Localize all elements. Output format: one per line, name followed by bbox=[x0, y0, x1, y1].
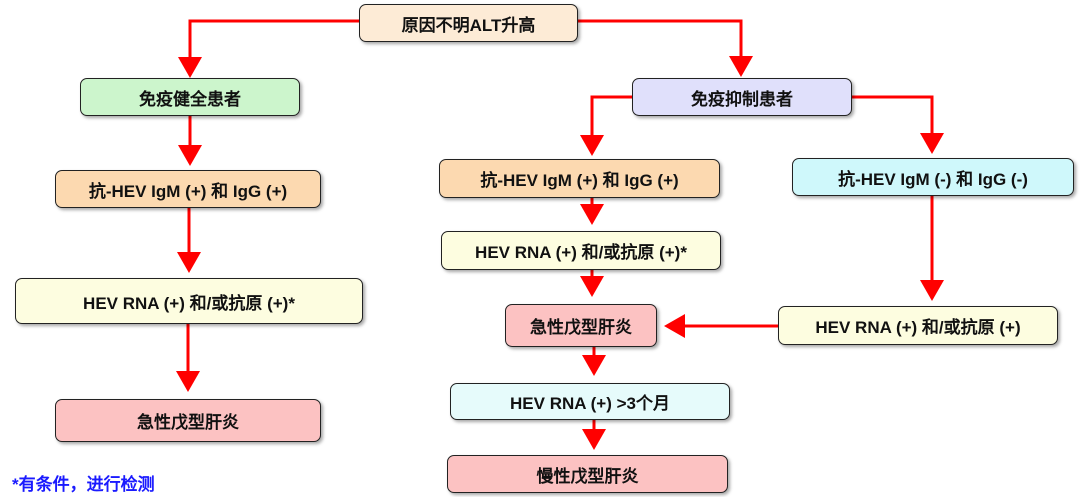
left-diagnosis-node: 急性戊型肝炎 bbox=[55, 399, 321, 442]
left-rna-label: HEV RNA (+) 和/或抗原 (+)* bbox=[83, 293, 295, 313]
arrow-immunosuppressed-to-mid-antibody bbox=[580, 95, 632, 156]
footnote: *有条件，进行检测 bbox=[12, 475, 155, 494]
arrow-immunosuppressed-to-right-antibody bbox=[852, 95, 944, 154]
right-rna-label: HEV RNA (+) 和/或抗原 (+) bbox=[815, 318, 1021, 337]
arrow-start-to-immunosuppressed bbox=[578, 19, 753, 77]
immunocompetent-label: 免疫健全患者 bbox=[139, 89, 241, 109]
mid-chronic-label: 慢性戊型肝炎 bbox=[536, 466, 639, 486]
arrow-start-to-immunocompetent bbox=[178, 19, 360, 78]
mid-antibody-label: 抗-HEV IgM (+) 和 IgG (+) bbox=[480, 171, 679, 190]
start-node: 原因不明ALT升高 bbox=[359, 4, 578, 42]
mid-acute-label: 急性戊型肝炎 bbox=[530, 318, 632, 337]
left-rna-node: HEV RNA (+) 和/或抗原 (+)* bbox=[15, 278, 363, 324]
mid-rna-label: HEV RNA (+) 和/或抗原 (+)* bbox=[475, 243, 687, 262]
immunocompetent-node: 免疫健全患者 bbox=[80, 78, 300, 116]
mid-chronic-node: 慢性戊型肝炎 bbox=[447, 455, 728, 493]
mid-acute-node: 急性戊型肝炎 bbox=[505, 304, 657, 347]
mid-rna-node: HEV RNA (+) 和/或抗原 (+)* bbox=[441, 231, 721, 270]
right-antibody-node: 抗-HEV IgM (-) 和 IgG (-) bbox=[792, 158, 1074, 196]
mid-duration-node: HEV RNA (+) >3个月 bbox=[450, 383, 730, 420]
left-antibody-node: 抗-HEV IgM (+) 和 IgG (+) bbox=[55, 170, 321, 208]
immunosuppressed-node: 免疫抑制患者 bbox=[632, 78, 852, 116]
right-rna-node: HEV RNA (+) 和/或抗原 (+) bbox=[778, 306, 1058, 345]
mid-antibody-node: 抗-HEV IgM (+) 和 IgG (+) bbox=[439, 159, 720, 198]
start-node-label: 原因不明ALT升高 bbox=[401, 15, 536, 35]
left-diagnosis-label: 急性戊型肝炎 bbox=[137, 413, 239, 432]
mid-duration-label: HEV RNA (+) >3个月 bbox=[510, 394, 670, 413]
left-antibody-label: 抗-HEV IgM (+) 和 IgG (+) bbox=[88, 181, 288, 201]
immunosuppressed-label: 免疫抑制患者 bbox=[691, 89, 793, 109]
right-antibody-label: 抗-HEV IgM (-) 和 IgG (-) bbox=[838, 169, 1028, 189]
